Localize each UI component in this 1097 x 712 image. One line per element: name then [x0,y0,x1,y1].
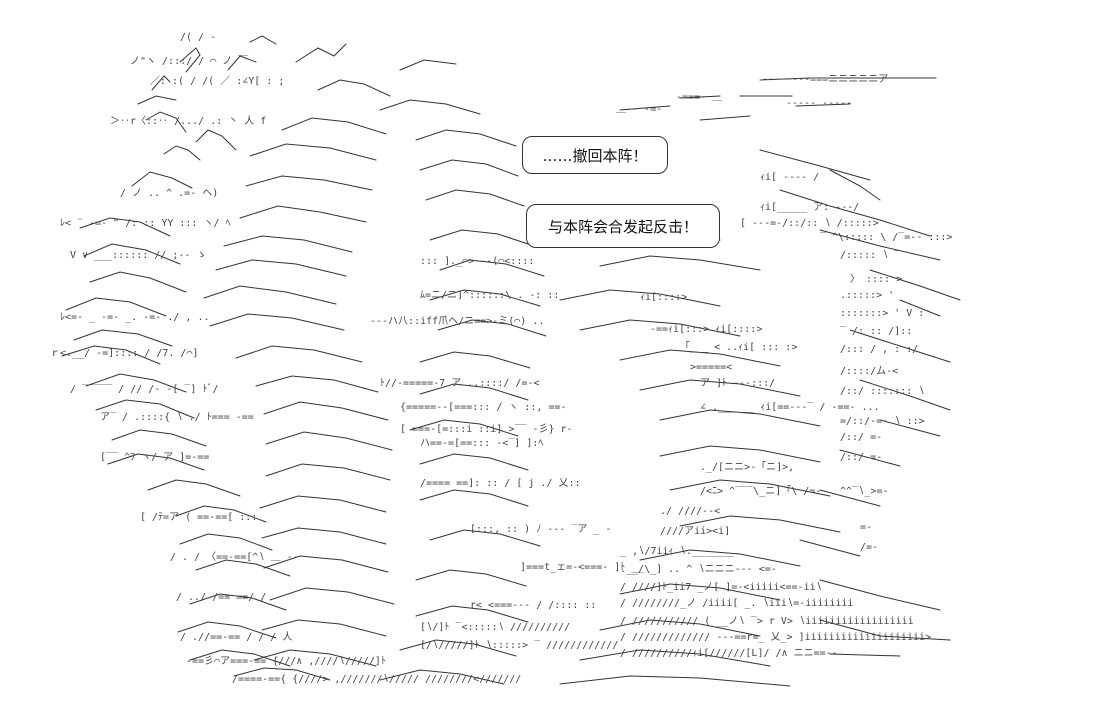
svg-text:/::/ =-: /::/ =- [840,432,882,443]
dash-decoration: --------===ニニニニニア -===- ＿ ----- ----- ＿-… [616,74,888,115]
svg-text:////アii><i]: ////アii><i] [660,526,730,537]
svg-text:/ .//==-== / / / 人: / .//==-== / / / 人 [180,631,292,643]
svg-text:/ /////////// ( __ノ∖ ‾> r V>: / /////////// ( __ノ∖ ‾> r V> ∖iiiiiiiiii… [620,616,914,627]
speech-bubble-retreat: ……撤回本阵！ [522,136,668,174]
svg-text:‐-‐ハ八::iff爪ヘ/ニ==>‐ミ(⌒) ..: ‐-‐ハ八::iff爪ヘ/ニ==>‐ミ(⌒) .. [370,316,544,327]
svg-text:/====-=={ {////> ,///////∖////: /====-=={ {////> ,///////∖///// ////////… [232,674,521,685]
svg-text:ﾚ< ¨ ‐=‐ ” /: :: YY ::: ヽ/ ﾍ: ﾚ< ¨ ‐=‐ ” /: :: YY ::: ヽ/ ﾍ [60,218,231,229]
speech-bubble-counterattack-text: 与本阵会合发起反击！ [547,217,698,236]
svg-text:[/∖/////]ﾄ ∖:::::> ‾ ///////: [/∖/////]ﾄ ∖:::::> ‾ //////////// [420,640,618,651]
svg-text:＿-‐ -=-: ＿-‐ -=- [616,104,662,115]
svg-text:/<ﾆ> ^‾‾‾\_ニ]「\ /=-: /<ﾆ> ^‾‾‾\_ニ]「\ /=- [700,485,821,497]
svg-text:[ ===-[=:::i ::i] >‾‾ ‐彡}: [ ===-[=:::i ::i] >‾‾ ‐彡} r- [400,424,573,435]
svg-text:.:::::> ': .:::::> ' [840,290,894,301]
ascii-art-strokes [61,35,961,687]
svg-text:ア‾ / .::::{ ∖ ./ ﾄ=== -==: ア‾ / .::::{ ∖ ./ ﾄ=== -== [100,412,254,423]
svg-text:/::::: ∖ ‾: /::::: ∖ ‾ [840,250,902,261]
svg-text:/( / ‐: /( / ‐ [180,32,216,43]
svg-text:/::: / , : :/: /::: / , : :/ [840,344,918,355]
svg-text:ﾑ=ニ/ニ]^::::::\ . -: ::: ﾑ=ニ/ニ]^::::::\ . -: :: [420,290,559,301]
svg-text:./ ////--<: ./ ////--< [660,506,720,517]
svg-text:----- -----: ----- ----- [786,98,852,109]
svg-text:ｨi[ ---- /: ｨi[ ---- / [760,172,819,183]
svg-text:=-: =- [860,522,872,533]
svg-text:[ /ﾃ=ア ( ==-==[ :::: [ /ﾃ=ア ( ==-==[ ::: [140,512,257,523]
svg-text:ｨi[_____ ア: ‐‐‐/: ｨi[_____ ア: ‐‐‐/ [760,202,859,213]
svg-text:/ //////////ｨi[//////[L]/ /∧: / //////////ｨi[//////[L]/ /∧ ニニ==-- [620,648,838,659]
svg-text:/::::/ム‐<: /::::/ム‐< [840,365,898,377]
svg-text:>=====<: >=====< [690,362,732,373]
svg-text:::: ]._⌒>---(⌒<::::: ::: ]._⌒>---(⌒<:::: [420,256,534,267]
svg-text:/ ノ .. ^ .=- ヘ): / ノ .. ^ .=- ヘ) [120,188,218,199]
svg-text:‾ /: :: /]::: ‾ /: :: /]:: [840,326,912,337]
svg-text:ﾄ//-=====-7 ア ..::::∕ /=-<: ﾄ//-=====-7 ア ..::::∕ /=-< [380,378,540,389]
svg-text:-===- ＿: -===- ＿ [676,92,722,103]
svg-text:＞‥r〈::‥ /.../ .: 丶 人 f: ＞‥r〈::‥ /.../ .: 丶 人 f [110,115,266,127]
svg-text:-==彡⌒ア===-== {///∧ ,////∖: -==彡⌒ア===-== {///∧ ,////∖/////]ﾄ [186,656,386,667]
speech-bubble-retreat-text: ……撤回本阵！ [542,146,648,165]
svg-text:ｒ<.__/ -=]:::: / /7. /⌒]: ｒ<.__/ -=]:::: / /7. /⌒] [50,348,198,359]
svg-text:/ . / 〈==-==[^∖ ＿ ‐‐: / . / 〈==-==[^∖ ＿ ‐‐ [170,551,299,563]
svg-text:^^‾∖_>=-: ^^‾∖_>=- [840,486,889,497]
svg-text:/==== ==]: :: / [ j ./: /==== ==]: :: / [ j ./ 乂:: [420,478,581,489]
svg-text:[‾‾ ^ﾌ ヽ/ ア ]=-==: [‾‾ ^ﾌ ヽ/ ア ]=-== [100,452,209,463]
svg-text:--------===ニニニニニア: --------===ニニニニニア [762,74,888,85]
svg-text:[:::, :: ) ﾉ --- ‾ア _ ‐: [:::, :: ) ﾉ --- ‾ア _ ‐ [470,524,611,535]
svg-text::::::::> ' V :: :::::::> ' V : [840,308,924,319]
ascii-art-glyph-texture: /( / ‐ ノ"ヽ /:::/ / ⌒ ノ ￣ ／: :( / /( ／ :∠… [50,32,952,685]
svg-text:/::/ =-: /::/ =- [840,452,882,463]
svg-text:/ ////]ﾄ_ii7 _ノ[ ]=-<iiiii<==: / ////]ﾄ_ii7 _ノ[ ]=-<iiiii<==‐ii∖ [620,582,822,593]
svg-text:ﾚ<=- _ -=- _. -=- ./ , ..: ﾚ<=- _ -=- _. -=- ./ , .. [60,312,210,323]
svg-text:]===t_ェ=-<===‐ ]ﾄ __: ]===t_ェ=-<===‐ ]ﾄ __ [520,562,644,573]
svg-text:ｨi[::::>: ｨi[::::> [640,292,687,303]
svg-text:ア ]ﾄ ---:::/: ア ]ﾄ ---:::/ [700,378,775,389]
svg-text:ハ==-=[==::: ‐<‾] ]:ﾍ: ハ==-=[==::: ‐<‾] ]:ﾍ [420,438,543,449]
svg-text:=/::/-=- ∖ ::>: =/::/-=- ∖ ::> [840,416,925,427]
svg-text:/ ////////_ノ /iiii[ _. ∖iii∖: / ////////_ノ /iiii[ _. ∖iii∖=-iiiiiiii [620,598,853,609]
svg-text:/ ‾‾‾‾‾ / // /‐ ‐[ ‾] ﾄﾞ/: / ‾‾‾‾‾ / // /‐ ‐[ ‾] ﾄﾞ/ [70,383,218,395]
svg-text:‾ ^\::::: \ /‾=-- :::>: ‾ ^\::::: \ /‾=-- :::> [820,232,952,243]
svg-text:r< <===--- / /:::: ::: r< <===--- / /:::: :: [470,600,596,611]
svg-text:/=-: /=- [860,542,878,553]
svg-text:.__/\_] .. ^ ∖ニニニ--- <=-: .__/\_] .. ^ ∖ニニニ--- <=- [620,564,777,575]
svg-text:[ ---=-/::/:: ∖ /:::::>: [ ---=-/::/:: ∖ /:::::> [740,218,879,229]
svg-text:{=====‐-[===::: ∕ ヽ ::, ==-: {=====‐-[===::: ∕ ヽ ::, ==- [400,402,567,413]
svg-text:/ ../ /== ==/ /: / ../ /== ==/ / [176,592,266,603]
speech-bubble-counterattack: 与本阵会合发起反击！ [526,204,720,248]
svg-text:/ ///////////// ---==r=_ 乂_>: / ///////////// ---==r=_ 乂_> ]iiiiiiiiii… [620,632,931,643]
svg-text:._/[ニニ>‐「ニ]>,: ._/[ニニ>‐「ニ]>, [700,461,794,473]
svg-text:／: :( / /( ／ :∠Y[ :: ／: :( / /( ／ :∠Y[ : ; [150,75,284,87]
svg-text:-==ｨi[:::> ｨi[::::>: -==ｨi[:::> ｨi[::::> [650,324,762,335]
svg-text:/::/ ::::::: ∖: /::/ ::::::: ∖ [840,386,925,397]
svg-text:V ∨ ___:::::: // ;-- ゝ: V ∨ ___:::::: // ;-- ゝ [70,250,206,261]
svg-text:〉 :::: >: 〉 :::: > [850,273,902,285]
svg-text:[∖/]ﾄ ‾<:::::∖ /////////: [∖/]ﾄ ‾<:::::∖ ////////// [420,622,570,633]
svg-text:ノ"ヽ /:::/ / ⌒ ノ ￣: ノ"ヽ /:::/ / ⌒ ノ ￣ [130,54,248,67]
svg-text:_ ,∖/7iiｨ ∖._______: _ ,∖/7iiｨ ∖._______ [620,546,735,557]
svg-text:∠ .______ ｨi[==---‾ / ‐==- ...: ∠ .______ ｨi[==---‾ / ‐==- ... [700,402,880,413]
svg-text:「___ < ..ｨi[ ::: :>: 「___ < ..ｨi[ ::: :> [680,341,797,353]
